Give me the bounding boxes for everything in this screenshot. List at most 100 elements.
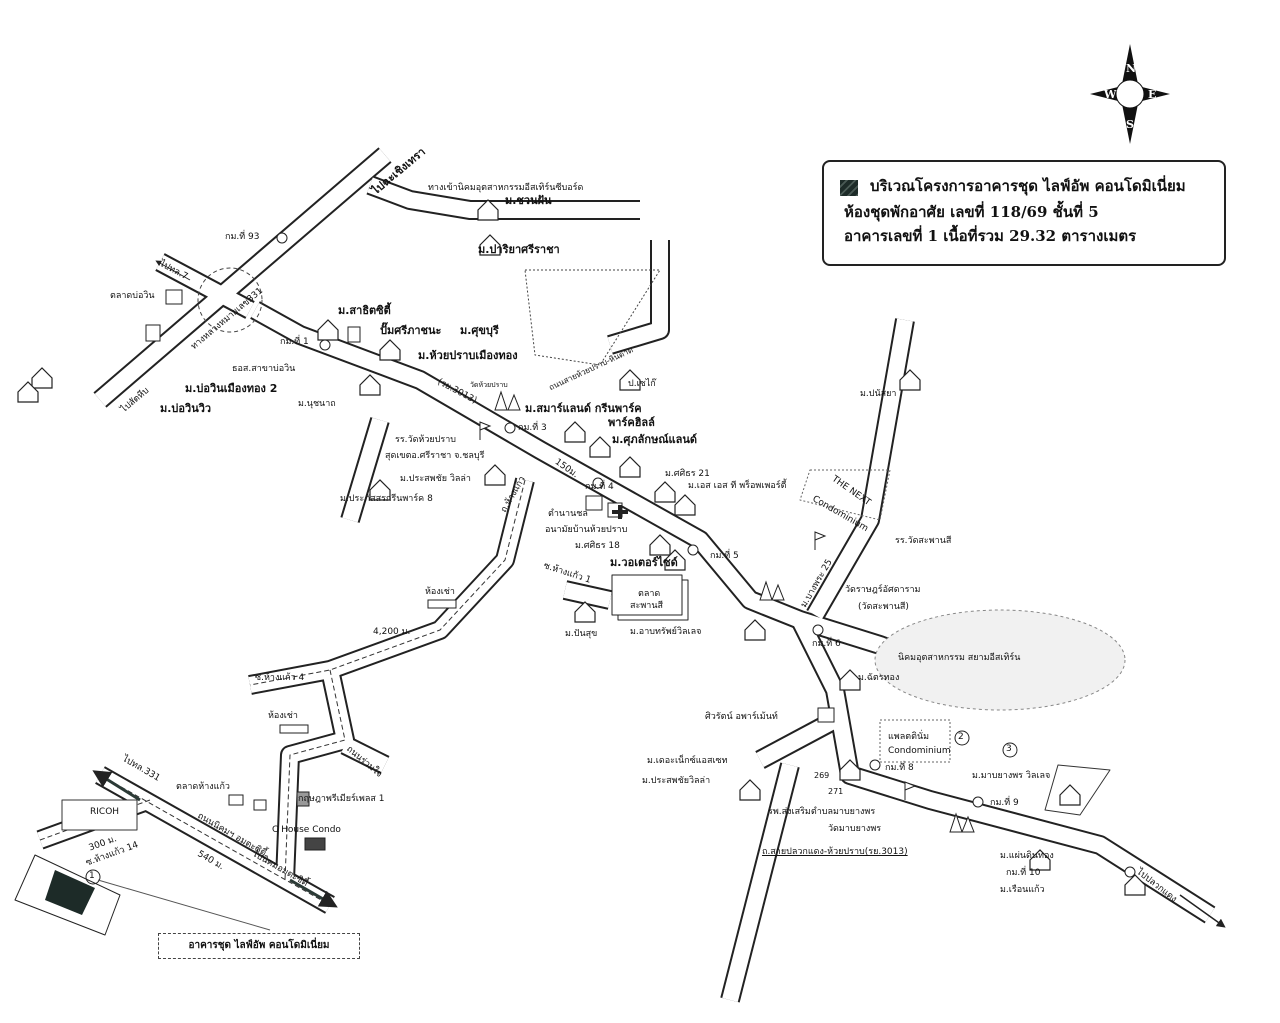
label: ม.มาบยางพร วิลเลจ — [972, 771, 1051, 781]
label: กม.ที่ 93 — [225, 232, 260, 242]
label: ปั๊มศรีภาชนะ — [380, 324, 442, 337]
label: กม.ที่ 10 — [1006, 868, 1041, 878]
label: ห้องเช่า — [268, 711, 298, 721]
marker-2-circle — [954, 730, 970, 746]
industrial-estate-area — [874, 609, 1126, 711]
label: รร.วัดห้วยปราบ — [395, 435, 457, 445]
label: วัดราษฎร์อัศดาราม — [845, 585, 921, 595]
building-icons — [145, 289, 835, 851]
label: 271 — [828, 787, 844, 796]
compass-icon — [1090, 44, 1170, 144]
label: ถ.สายปลวกแดง-ห้วยปราบ(รย.3013) — [762, 847, 908, 857]
label: วัดมาบยางพร — [828, 824, 882, 834]
legend-line-1: บริเวณโครงการอาคารชุด ไลฟ์อัพ คอนโดมิเนี… — [870, 177, 1186, 195]
label: ม.ศุภลักษณ์แลนด์ — [612, 433, 698, 446]
label: นิคมอุตสาหกรรม สยามอีสเทิร์น — [898, 653, 1021, 663]
village-plot — [524, 269, 661, 366]
label: กม.ที่ 3 — [518, 423, 547, 433]
compass-n: N — [1126, 62, 1137, 75]
label: Condominium — [888, 746, 951, 756]
label: ม.เดอะเน็กซ์แอสเซท — [647, 756, 728, 766]
next-condo-plot — [799, 469, 891, 521]
label: อนามัยบ้านห้วยปราบ — [545, 525, 628, 535]
label: พาร์คฮิลล์ — [608, 416, 655, 429]
label: ซ.ห้างแก้ว 4 — [255, 673, 305, 683]
legend-line-3: อาคารเลขที่ 1 เนื้อที่รวม 29.32 ตารางเมต… — [844, 227, 1137, 245]
label: ม.ปันสุข — [565, 629, 598, 639]
label: สุดเขตอ.ศรีราชา จ.ชลบุรี — [385, 451, 485, 461]
school-flag-icons — [479, 421, 917, 800]
house-icons — [17, 199, 1146, 896]
label: ม.ประสพชัย วิลล่า — [400, 474, 471, 484]
label: ตำนานชล — [548, 509, 588, 519]
ricoh-plot — [61, 799, 138, 831]
label: แพลตตินั่ม — [888, 732, 930, 742]
label: กม.ที่ 5 — [710, 551, 739, 561]
temple-icons — [494, 390, 975, 833]
label: วัดห้วยปราบ — [470, 381, 508, 389]
project-building — [45, 870, 95, 915]
label: (วัดสะพานสี) — [858, 602, 909, 612]
label: ป.เซไก๊ — [628, 379, 656, 389]
project-callout: อาคารชุด ไลฟ์อัพ คอนโดมิเนี่ยม — [158, 933, 360, 959]
label: ม.บ่อวินวิว — [160, 402, 212, 415]
mapyangporn-plot — [1044, 764, 1111, 816]
label: ตลาดห้างแก้ว — [176, 782, 230, 792]
label: ม.แผ่นดินทอง — [1000, 851, 1054, 861]
label: ม.ศศิธร 18 — [575, 541, 620, 551]
label: รร.วัดสะพานสี — [895, 536, 952, 546]
compass-e: E — [1148, 88, 1157, 101]
label: ม.ปนัสยา — [860, 389, 897, 399]
marker-2: 2 — [958, 732, 964, 742]
label: ม.ฉัตรทอง — [858, 673, 900, 683]
compass-s: S — [1126, 118, 1134, 131]
label: ม.ศศิธร 21 — [665, 469, 710, 479]
label: ตลาดบ่อวิน — [110, 291, 155, 301]
label: กม.ที่ 9 — [990, 798, 1019, 808]
label: กม.ที่ 6 — [812, 639, 841, 649]
label: ห้องเช่า — [425, 587, 455, 597]
label: ม.วอเตอร์ไซด์ — [610, 556, 678, 569]
label: RICOH — [90, 807, 120, 817]
label: กฤษฎาพรีเมียร์เพลส 1 — [298, 794, 385, 804]
marker-1-circle — [85, 869, 101, 885]
label: ม.อาบทรัพย์วิลเลจ — [630, 627, 702, 637]
label: 4,200 ม. — [373, 627, 411, 637]
label: กม.ที่ 4 — [585, 482, 614, 492]
label: ม.เรือนแก้ว — [1000, 885, 1045, 895]
label: ตลาด — [638, 589, 661, 599]
hospital-cross-icon — [612, 505, 628, 519]
label: ม.ศุขบุรี — [460, 324, 499, 337]
label: ม.เอส เอส ที พร็อพเพอร์ตี้ — [688, 481, 787, 491]
marker-1: 1 — [89, 871, 95, 881]
row-house-icons — [279, 599, 457, 734]
label: ม.สาธิตซิตี้ — [338, 304, 391, 317]
label: 269 — [814, 771, 830, 780]
label: ธอส.สาขาบ่อวิน — [232, 364, 296, 374]
legend-box: บริเวณโครงการอาคารชุด ไลฟ์อัพ คอนโดมิเนี… — [822, 160, 1226, 266]
marker-3: 3 — [1006, 744, 1012, 754]
label: กม.ที่ 8 — [885, 763, 914, 773]
label: ม.ปาริยาศรีราชา — [478, 243, 560, 256]
label: ม.ประภัสสรกรีนพาร์ค 8 — [340, 494, 433, 504]
compass-w: W — [1104, 88, 1117, 101]
label: ศิวรัตน์ อพาร์เม้นท์ — [705, 712, 778, 722]
km-marker-icons — [276, 232, 1136, 878]
label: ม.นุชนาถ — [298, 399, 336, 409]
project-area-swatch — [840, 180, 858, 196]
label: กม.ที่ 1 — [280, 337, 309, 347]
label: ทางเข้านิคมอุตสาหกรรมอีสเทิร์นซีบอร์ด — [428, 183, 584, 193]
label: สะพานสี — [630, 601, 663, 611]
label: ม.ชวนฝัน — [505, 194, 552, 207]
label: C House Condo — [272, 825, 341, 835]
label: ม.บ่อวินเมืองทอง 2 — [185, 382, 278, 395]
label: รพ.ส่งเสริมตำบลมาบยางพร — [768, 807, 876, 817]
label: ม.ห้วยปราบเมืองทอง — [418, 349, 518, 362]
label: ม.ประสพชัยวิลล่า — [642, 776, 711, 786]
compass-rose: N S W E — [1090, 44, 1170, 144]
label: ม.สมาร์แลนด์ กรีนพาร์ค — [525, 402, 642, 415]
marker-3-circle — [1002, 742, 1018, 758]
legend-line-2: ห้องชุดพักอาศัย เลขที่ 118/69 ชั้นที่ 5 — [844, 203, 1099, 221]
